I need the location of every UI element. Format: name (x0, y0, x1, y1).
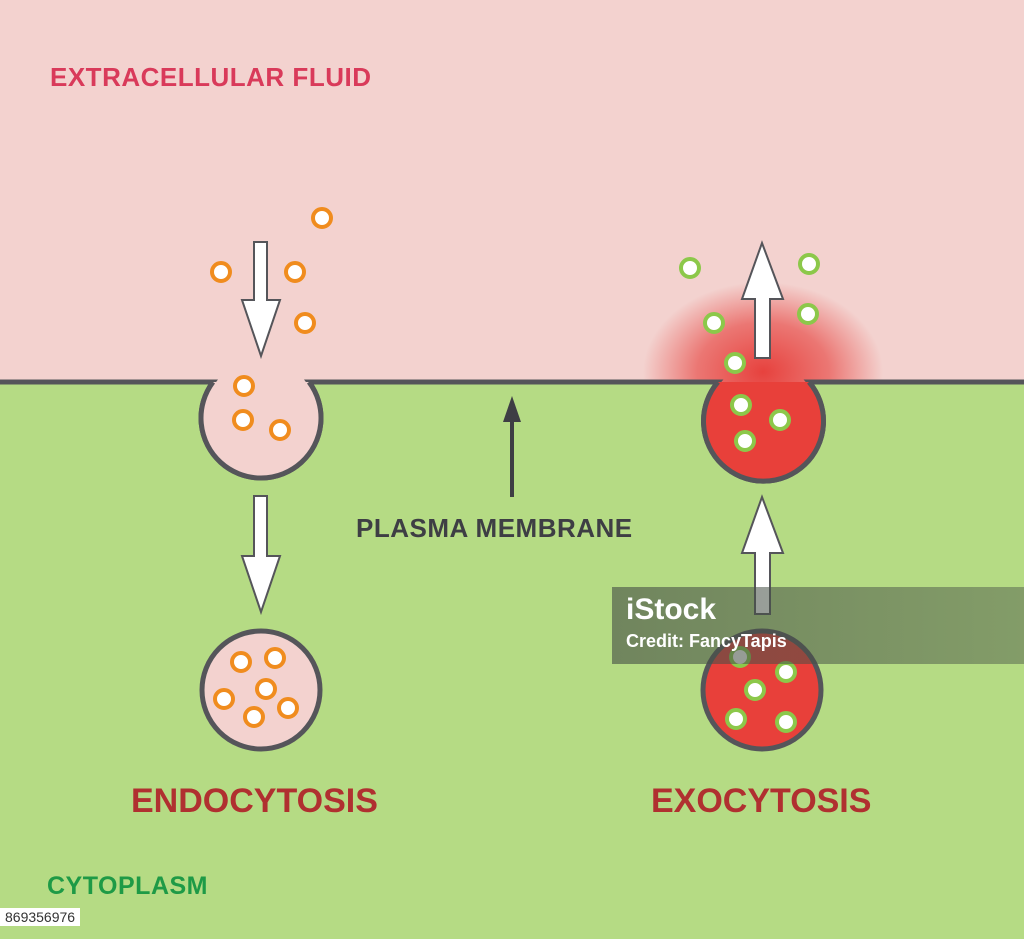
endocytosis-pit-vesicle (201, 382, 322, 479)
cargo-particle (210, 261, 232, 283)
secreted-particle (798, 253, 820, 275)
plasma-membrane-label: PLASMA MEMBRANE (356, 513, 633, 543)
stock-image-id: 869356976 (0, 908, 81, 926)
cargo-particle (230, 651, 252, 673)
cargo-particle (284, 261, 306, 283)
down-arrow-icon (240, 495, 282, 616)
cargo-particle (311, 207, 333, 229)
cargo-particle (294, 312, 316, 334)
secreted-particle (724, 352, 746, 374)
cargo-particle (232, 409, 254, 431)
up-pointer-head (503, 396, 521, 422)
exocytosis-pit-outline (701, 380, 826, 484)
cargo-particle (264, 647, 286, 669)
stock-watermark: iStock Credit: FancyTapis (612, 587, 1024, 664)
cargo-particle (269, 419, 291, 441)
cargo-particle (277, 697, 299, 719)
cargo-particle (233, 375, 255, 397)
secreted-particle (725, 708, 747, 730)
cytoplasm-label: CYTOPLASM (47, 872, 208, 900)
watermark-credit: Credit: FancyTapis (626, 631, 787, 651)
secreted-particle (744, 679, 766, 701)
extracellular-fluid-label: EXTRACELLULAR FLUID (50, 62, 372, 92)
exocytosis-label: EXOCYTOSIS (651, 782, 872, 820)
secreted-particle (734, 430, 756, 452)
secreted-particle (730, 394, 752, 416)
cargo-particle (213, 688, 235, 710)
extracellular-region (0, 0, 1024, 382)
endocytosis-label: ENDOCYTOSIS (131, 782, 378, 820)
secreted-particle (797, 303, 819, 325)
secreted-particle (703, 312, 725, 334)
secreted-particle (679, 257, 701, 279)
endocytosis-pit-outline (198, 380, 324, 481)
secreted-particle (769, 409, 791, 431)
watermark-brand: iStock (626, 593, 717, 626)
cargo-particle (243, 706, 265, 728)
cargo-particle (255, 678, 277, 700)
secreted-particle (775, 661, 797, 683)
up-arrow-icon (740, 240, 785, 359)
down-arrow-icon (240, 241, 282, 360)
secreted-particle (775, 711, 797, 733)
